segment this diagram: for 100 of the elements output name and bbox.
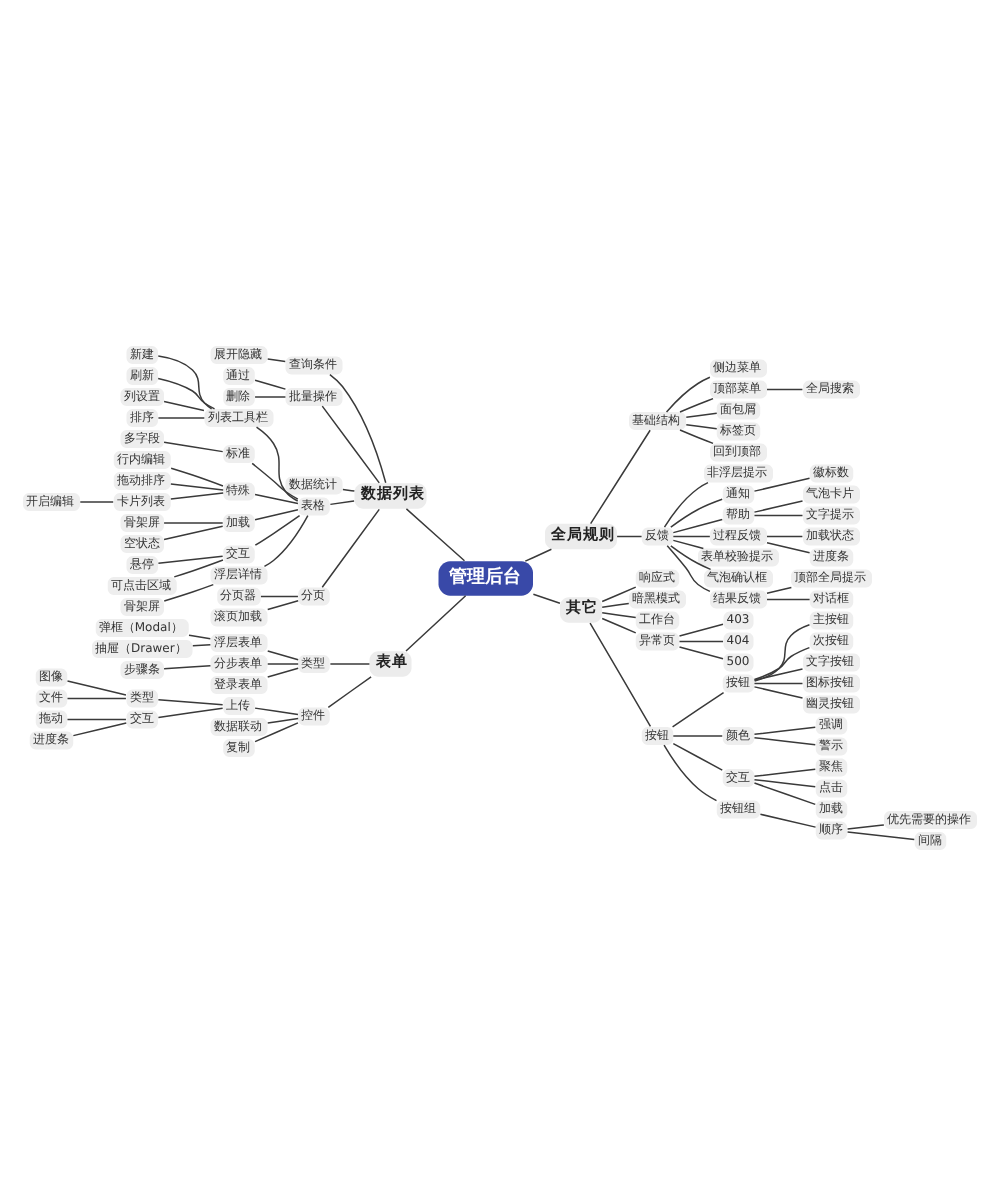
connector: [672, 517, 723, 533]
connector: [163, 582, 215, 601]
connector: [192, 643, 212, 646]
connector: [254, 706, 299, 715]
connector: [66, 717, 127, 720]
connector: [616, 534, 643, 537]
connector: [267, 649, 299, 660]
connector: [679, 428, 714, 444]
connector: [267, 666, 299, 677]
connector: [321, 507, 380, 587]
connector: [766, 387, 804, 390]
node-box: 表单: [369, 650, 412, 676]
connector: [663, 480, 709, 527]
connector: [766, 597, 811, 600]
connector: [678, 639, 724, 642]
connector: [170, 491, 224, 499]
connector: [663, 743, 718, 801]
connector: [670, 544, 712, 570]
connector: [759, 812, 817, 827]
connector: [753, 667, 804, 680]
connector: [753, 767, 816, 777]
connector: [254, 513, 301, 545]
connector: [672, 534, 711, 537]
connector: [329, 372, 387, 483]
connector: [685, 411, 718, 418]
connector: [601, 601, 630, 607]
connector: [753, 476, 811, 491]
connector: [260, 594, 299, 597]
connector: [678, 645, 724, 659]
connector: [678, 622, 724, 636]
connector: [679, 396, 714, 412]
connector: [157, 706, 224, 718]
connector: [163, 524, 224, 540]
connector: [163, 399, 205, 411]
connector: [254, 508, 299, 520]
connector: [753, 499, 804, 512]
connector: [846, 823, 885, 829]
node-box: 全局规则: [545, 522, 617, 549]
connector: [753, 725, 816, 735]
connector: [79, 500, 114, 502]
connector: [72, 721, 127, 736]
node-box: 数据列表: [354, 482, 427, 508]
connector: [670, 497, 723, 527]
connector: [766, 534, 804, 537]
connector: [66, 679, 127, 695]
connector: [601, 616, 637, 633]
connector: [267, 662, 299, 664]
connector: [753, 513, 804, 516]
connector: [665, 375, 711, 412]
connector: [753, 685, 804, 698]
connector: [671, 690, 725, 727]
connector: [157, 416, 206, 418]
connector: [254, 721, 299, 742]
connector: [753, 777, 816, 787]
connector: [672, 734, 723, 736]
connector: [753, 735, 816, 745]
connector: [666, 543, 711, 592]
connector: [601, 611, 637, 618]
connector: [173, 558, 224, 577]
connector: [157, 376, 216, 409]
connector: [532, 592, 561, 604]
connector: [267, 716, 299, 723]
connector: [589, 428, 651, 524]
connector: [251, 461, 299, 499]
connector: [766, 541, 811, 553]
connector: [163, 440, 224, 452]
connector: [321, 404, 380, 483]
connector: [267, 357, 286, 362]
connector: [753, 681, 804, 684]
connector: [163, 521, 224, 523]
connector: [846, 830, 916, 840]
connector: [672, 741, 723, 770]
connector: [524, 547, 553, 561]
connector: [170, 482, 224, 490]
connector: [254, 492, 299, 504]
connector: [685, 422, 718, 429]
connector: [263, 513, 309, 567]
connector: [163, 664, 212, 669]
node-box: 管理后台: [438, 560, 533, 595]
connector: [255, 425, 299, 501]
connector: [254, 395, 287, 397]
connector: [188, 633, 212, 639]
connector: [342, 487, 356, 491]
connector: [329, 499, 355, 505]
connector: [327, 675, 372, 708]
connector: [267, 598, 299, 610]
connector: [753, 781, 816, 805]
connector: [254, 378, 287, 389]
node-box: 其它: [560, 596, 602, 622]
connector: [329, 662, 371, 664]
connector: [405, 507, 466, 561]
connector: [405, 594, 467, 651]
connector: [766, 585, 793, 593]
connector: [672, 538, 705, 549]
connector: [753, 623, 811, 681]
connector: [601, 585, 637, 602]
connector: [157, 354, 213, 409]
connector: [170, 466, 224, 486]
connector: [157, 697, 224, 705]
connector: [157, 554, 224, 564]
